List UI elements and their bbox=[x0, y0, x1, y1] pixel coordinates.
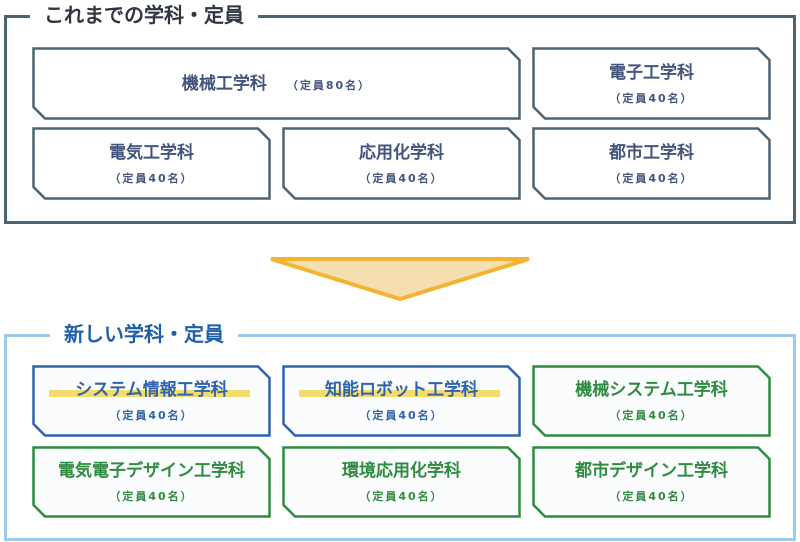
department-box-toshi: 都市工学科 （定員40名） bbox=[532, 127, 771, 200]
department-box-oyoka: 応用化学科 （定員40名） bbox=[282, 127, 521, 200]
box-outline bbox=[32, 446, 271, 518]
box-outline bbox=[282, 446, 521, 518]
department-capacity: （定員40名） bbox=[109, 409, 194, 422]
new-departments-frame bbox=[4, 334, 796, 541]
department-capacity: （定員40名） bbox=[609, 490, 694, 503]
department-name: 機械工学科 bbox=[181, 73, 267, 94]
box-outline bbox=[532, 47, 771, 120]
department-capacity: （定員80名） bbox=[286, 78, 372, 92]
old-departments-title: これまでの学科・定員 bbox=[30, 3, 258, 27]
department-name: システム情報工学科 bbox=[49, 379, 250, 401]
highlight-marker bbox=[49, 390, 250, 397]
box-outline bbox=[532, 446, 771, 518]
department-name: 都市工学科 bbox=[609, 142, 694, 163]
department-box-chino-robot: 知能ロボット工学科 （定員40名） bbox=[282, 365, 521, 437]
department-box-denki-denshi-design: 電気電子デザイン工学科 （定員40名） bbox=[32, 446, 271, 518]
department-box-system-joho: システム情報工学科 （定員40名） bbox=[32, 365, 271, 437]
department-capacity: （定員40名） bbox=[359, 171, 444, 185]
department-name: 知能ロボット工学科 bbox=[299, 379, 500, 401]
box-outline bbox=[282, 127, 521, 200]
box-outline bbox=[32, 127, 271, 200]
department-box-denki: 電気工学科 （定員40名） bbox=[32, 127, 271, 200]
department-name: 環境応用化学科 bbox=[342, 461, 461, 481]
highlight-marker bbox=[299, 390, 500, 397]
department-name: 都市デザイン工学科 bbox=[575, 461, 728, 481]
department-name: 電気工学科 bbox=[109, 142, 194, 163]
down-arrow-icon bbox=[270, 257, 530, 302]
department-box-kankyo-oyoka: 環境応用化学科 （定員40名） bbox=[282, 446, 521, 518]
department-capacity: （定員40名） bbox=[609, 171, 694, 185]
old-departments-frame bbox=[4, 15, 796, 224]
department-name: 電子工学科 bbox=[609, 62, 694, 83]
department-capacity: （定員40名） bbox=[359, 490, 444, 503]
department-capacity: （定員40名） bbox=[609, 409, 694, 422]
department-capacity: （定員40名） bbox=[109, 490, 194, 503]
department-name: 電気電子デザイン工学科 bbox=[58, 461, 245, 481]
box-outline bbox=[32, 365, 271, 437]
box-outline bbox=[32, 47, 521, 120]
box-outline bbox=[532, 365, 771, 437]
new-departments-title: 新しい学科・定員 bbox=[50, 322, 238, 346]
department-box-kikai-system: 機械システム工学科 （定員40名） bbox=[532, 365, 771, 437]
department-name: 応用化学科 bbox=[359, 142, 444, 163]
box-outline bbox=[532, 127, 771, 200]
department-capacity: （定員40名） bbox=[359, 409, 444, 422]
department-capacity: （定員40名） bbox=[609, 91, 694, 105]
department-box-denshi: 電子工学科 （定員40名） bbox=[532, 47, 771, 120]
department-capacity: （定員40名） bbox=[109, 171, 194, 185]
department-box-toshi-design: 都市デザイン工学科 （定員40名） bbox=[532, 446, 771, 518]
department-box-kikai: 機械工学科 （定員80名） bbox=[32, 47, 521, 120]
box-outline bbox=[282, 365, 521, 437]
department-name: 機械システム工学科 bbox=[575, 380, 728, 400]
